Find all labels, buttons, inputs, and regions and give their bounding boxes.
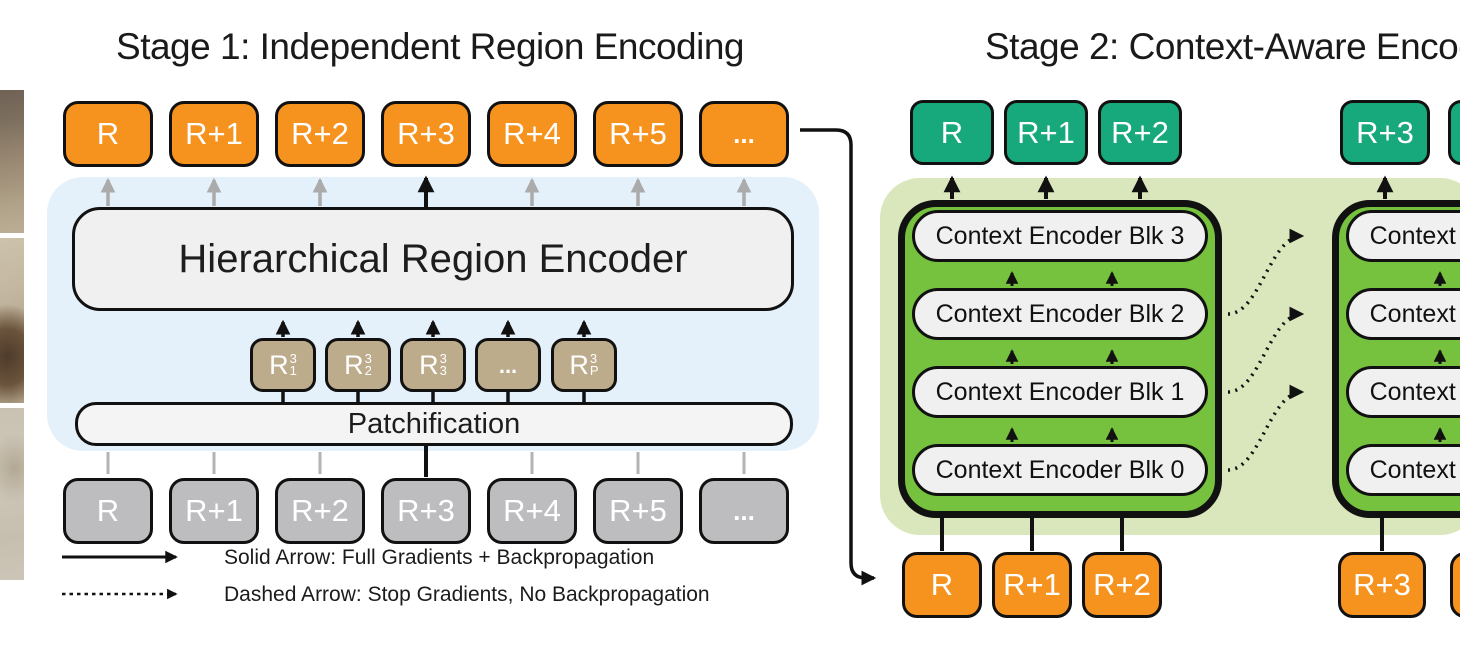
context-encoder-block: Context Encoder Blk 0 [1346,444,1460,496]
stage1-input-token: R+4 [487,478,577,544]
patch-token-sup: 3 [364,351,372,366]
patch-token-ellipsis: ... [475,338,541,392]
legend-dashed-label: Dashed Arrow: Stop Gradients, No Backpro… [224,583,710,606]
patch-token-sub: 3 [439,363,447,378]
photo-strip-segment-2 [0,238,24,403]
stage1-input-token-ellipsis: ... [699,478,789,544]
stage1-top-token: R+1 [169,101,259,167]
stage1-input-token: R+3 [381,478,471,544]
stage2-output-token: R+3 [1340,100,1430,165]
photo-strip-segment-1 [0,90,24,233]
context-encoder-block: Context Encoder Blk 3 [912,210,1208,262]
stage1-input-token: R [63,478,153,544]
patch-token-sup: 3 [589,351,598,366]
patch-token-base: ... [498,352,518,378]
context-encoder-block: Context Encoder Blk 2 [912,288,1208,340]
context-encoder-block: Context Encoder Blk 1 [1346,366,1460,418]
patch-token-base: R [269,349,289,380]
hierarchical-region-encoder-box: Hierarchical Region Encoder [72,207,794,311]
context-encoder-block: Context Encoder Blk 1 [912,366,1208,418]
stage1-top-token: R [63,101,153,167]
stage1-top-token: R+3 [381,101,471,167]
patch-token-base: R [344,349,364,380]
stage1-top-token: R+5 [593,101,683,167]
patch-token-sup: 3 [439,351,447,366]
stage1-input-token: R+2 [275,478,365,544]
context-encoder-block: Context Encoder Blk 3 [1346,210,1460,262]
legend-solid-label: Solid Arrow: Full Gradients + Backpropag… [224,546,655,569]
context-encoder-block: Context Encoder Blk 2 [1346,288,1460,340]
patch-token-sub: 1 [289,363,297,378]
stage2-output-token-partial [1448,100,1460,165]
context-encoder-block: Context Encoder Blk 0 [912,444,1208,496]
patch-token-base: R [419,349,439,380]
stage1-top-token: R+4 [487,101,577,167]
stage2-output-token: R [910,100,994,165]
patch-token-sub: 2 [364,363,372,378]
stage2-input-token: R+3 [1338,552,1426,618]
patch-token-sub: P [589,363,599,378]
stage1-top-token: R+2 [275,101,365,167]
patch-token-base: R [569,349,589,380]
stage1-title: Stage 1: Independent Region Encoding [116,26,744,67]
stage2-input-token: R+1 [992,552,1072,618]
stage1-input-token: R+5 [593,478,683,544]
stage2-input-token: R+2 [1082,552,1162,618]
stage2-output-token: R+2 [1098,100,1182,165]
photo-strip-segment-3 [0,408,24,580]
patchification-bar: Patchification [75,402,793,446]
stage1-top-token-ellipsis: ... [699,101,789,167]
patch-token-sup: 3 [289,351,297,366]
stage1-input-token: R+1 [169,478,259,544]
stage2-input-token: R [902,552,982,618]
stage2-title: Stage 2: Context-Aware Encoding [985,26,1460,67]
stage2-output-token: R+1 [1004,100,1088,165]
stage2-input-token-partial [1450,552,1460,618]
